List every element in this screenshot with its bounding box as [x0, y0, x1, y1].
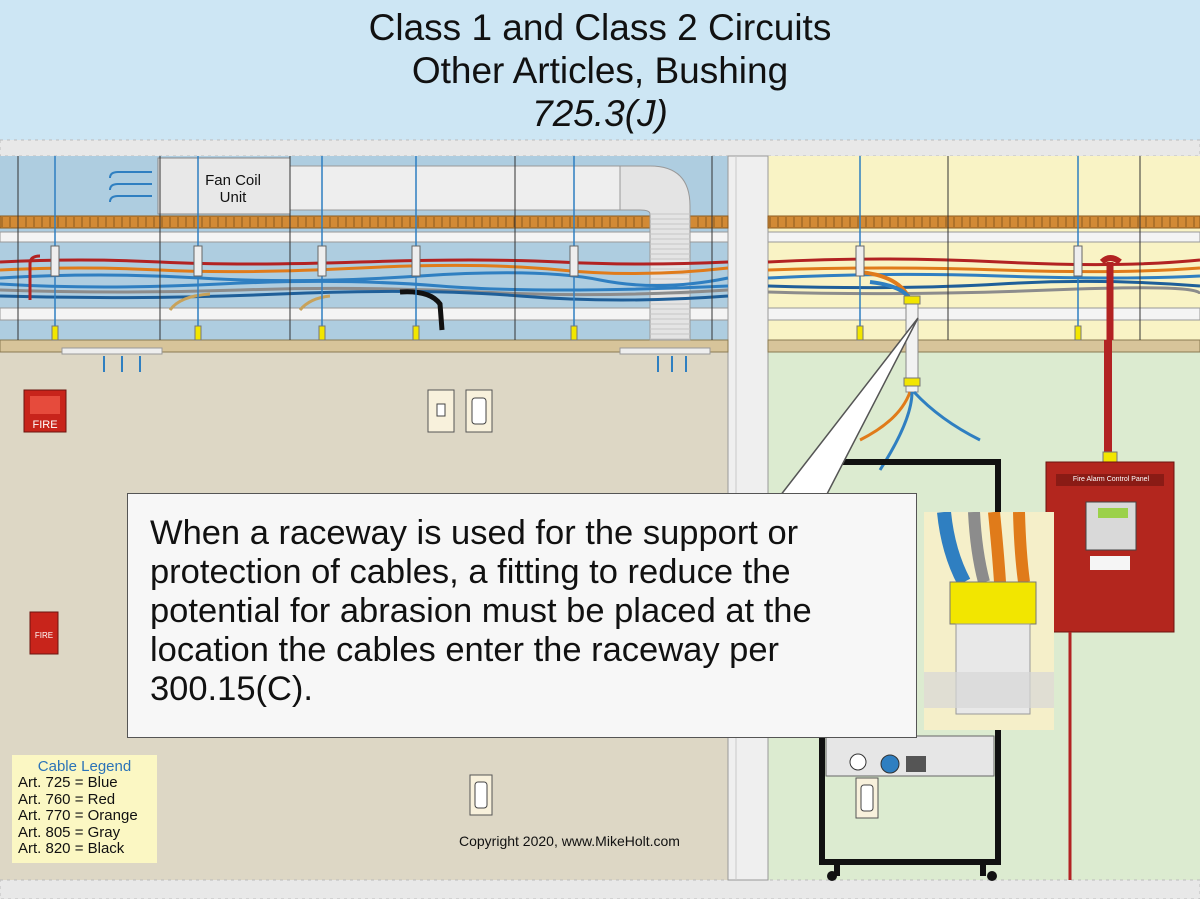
legend-item-805: Art. 805 = Gray — [18, 823, 121, 841]
bushing-detail-inset — [924, 512, 1054, 730]
pull-station: FIRE — [29, 611, 59, 655]
cable-legend: Cable Legend Art. 725 = Blue Art. 760 = … — [12, 755, 157, 863]
legend-item-760: Art. 760 = Red — [18, 790, 116, 808]
light-switch — [427, 389, 455, 433]
return-grille — [619, 347, 711, 355]
legend-title: Cable Legend — [37, 758, 132, 775]
fan-coil-unit — [157, 157, 691, 341]
fire-alarm-strobe: FIRE — [23, 389, 67, 433]
strobe-label: FIRE — [32, 419, 57, 431]
top-slab — [0, 140, 1200, 156]
title-line-2: Other Articles, Bushing — [411, 50, 789, 91]
fire-alarm-control-panel — [1045, 340, 1175, 880]
page-title: Class 1 and Class 2 Circuits Other Artic… — [0, 6, 1200, 135]
callout-box: When a raceway is used for the support o… — [127, 493, 1054, 738]
legend-item-820: Art. 820 = Black — [18, 840, 125, 858]
rack-receptacle — [855, 777, 879, 819]
conduit-rail-lower-left — [0, 307, 729, 321]
ceiling-grid-right — [767, 339, 1200, 353]
header-band — [0, 0, 1200, 140]
conduit-rail-upper-right — [767, 231, 1200, 243]
supply-grille — [61, 347, 163, 355]
bushing-top — [903, 295, 921, 305]
conduit-rail-upper-left — [0, 231, 729, 243]
panel-title: Fire Alarm Control Panel — [1072, 476, 1150, 483]
duplex-receptacle — [465, 389, 493, 433]
legend-item-770: Art. 770 = Orange — [18, 807, 138, 825]
airflow-arrows — [103, 171, 687, 372]
joists — [0, 215, 1200, 229]
bushing-bottom — [903, 377, 921, 387]
pull-station-label: FIRE — [35, 631, 53, 640]
ceiling-grid-left — [0, 339, 729, 353]
title-line-1: Class 1 and Class 2 Circuits — [368, 7, 832, 48]
fan-coil-label: Fan Coil Unit — [205, 172, 261, 206]
title-code-reference: 725.3(J) — [532, 93, 668, 134]
cable-hangers — [17, 156, 1141, 341]
callout-text: When a raceway is used for the support o… — [150, 514, 812, 708]
legend-item-725: Art. 725 = Blue — [18, 774, 118, 791]
bottom-slab — [0, 880, 1200, 899]
conduit-rail-lower-right — [767, 307, 1200, 321]
copyright-text: Copyright 2020, www.MikeHolt.com — [459, 833, 680, 849]
duplex-receptacle-lower — [469, 774, 493, 816]
